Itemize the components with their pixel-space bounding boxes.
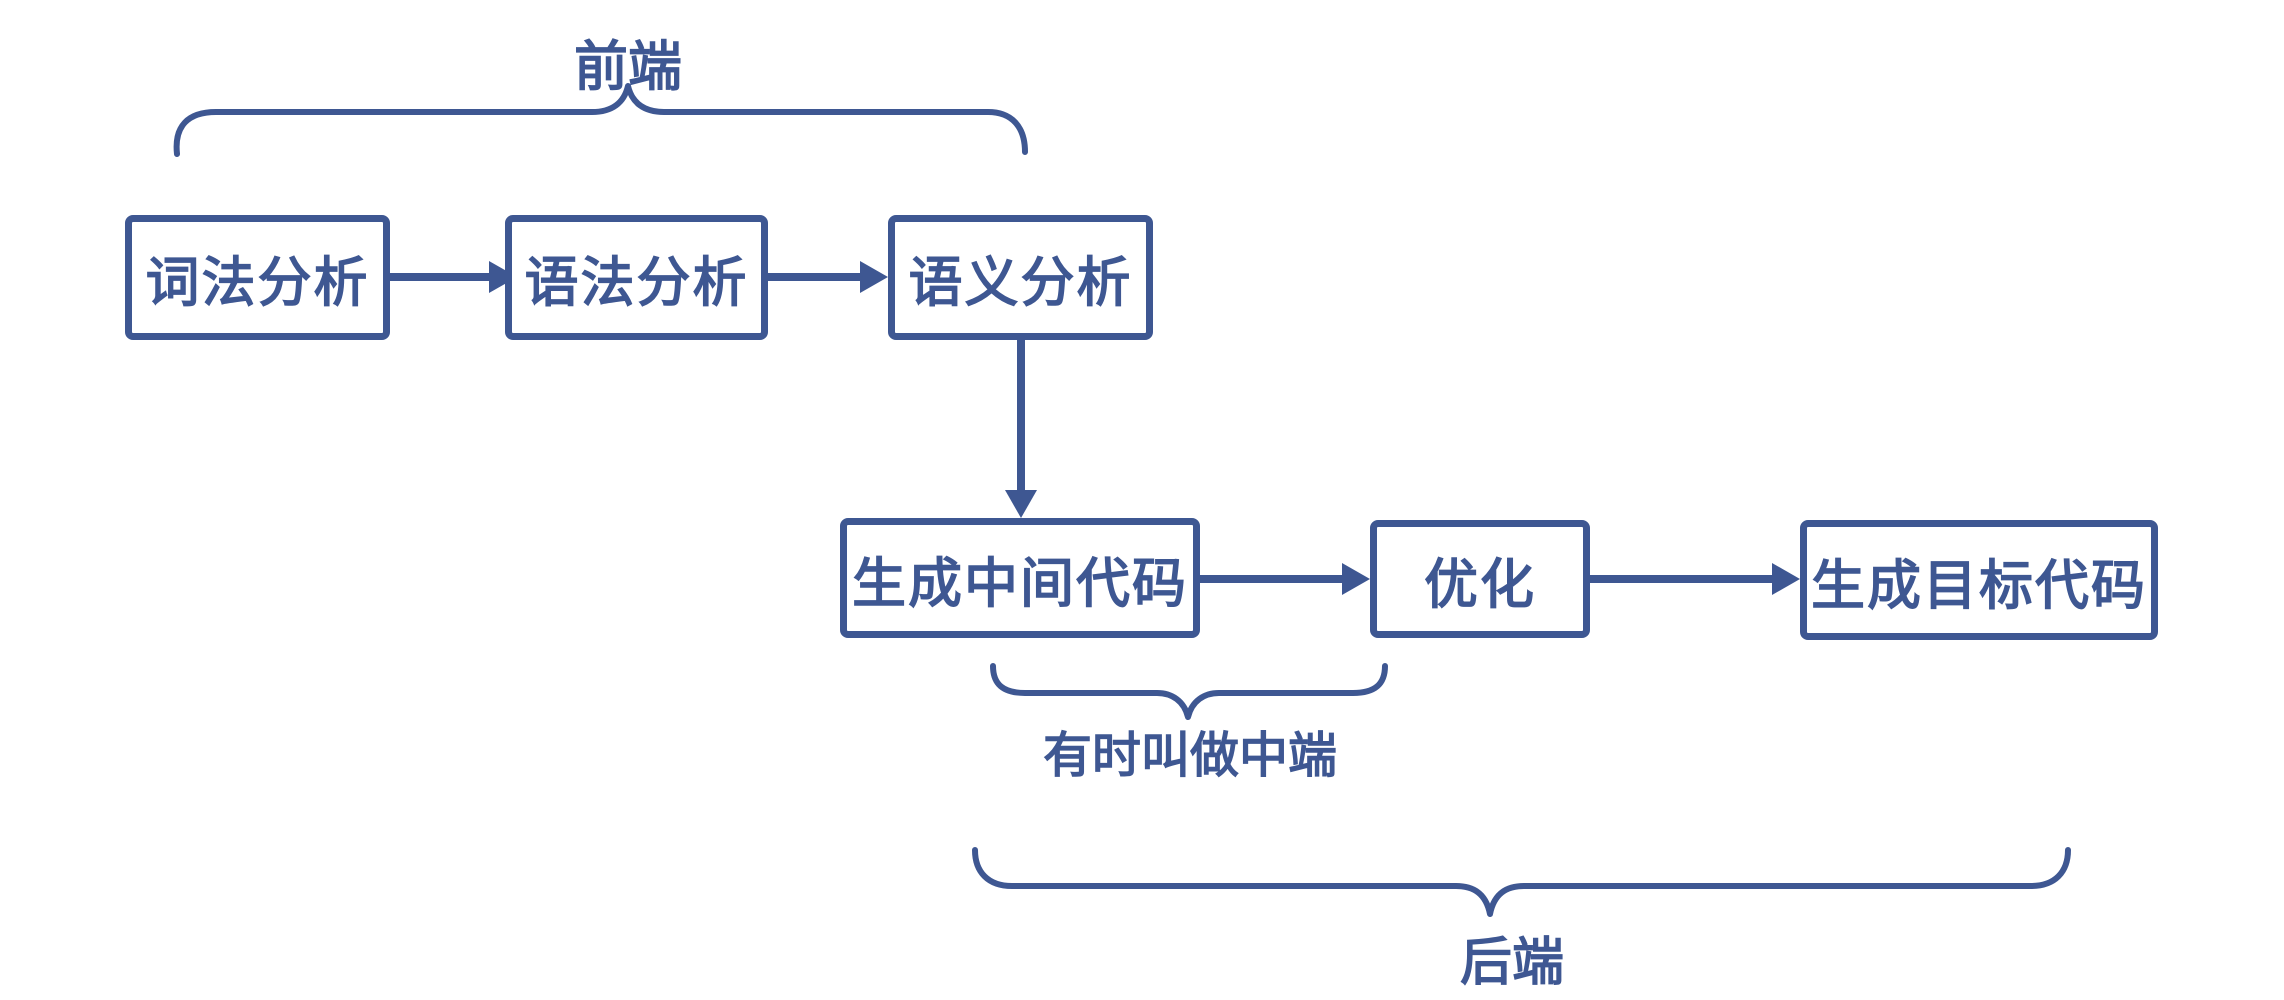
node-semantic-analysis: 语义分析: [888, 215, 1153, 340]
arrow-semantic-to-ir-head: [1005, 490, 1037, 518]
node-optimization: 优化: [1370, 520, 1590, 638]
brace-middle-end: [990, 663, 1388, 720]
annotation-back-end: 后端: [1459, 934, 1565, 992]
node-lexical-analysis: 词法分析: [125, 215, 390, 340]
brace-back-end: [972, 847, 2071, 917]
arrow-optimize-to-target-head: [1772, 563, 1800, 595]
node-syntax-analysis: 语法分析: [505, 215, 768, 340]
annotation-middle-end: 有时叫做中端: [1042, 729, 1338, 783]
arrow-ir-to-optimize-head: [1342, 563, 1370, 595]
arrow-syntax-to-semantic-head: [860, 261, 888, 293]
node-generate-target-code: 生成目标代码: [1800, 520, 2158, 640]
node-generate-intermediate-code: 生成中间代码: [840, 518, 1200, 638]
annotation-front-end: 前端: [574, 37, 682, 97]
